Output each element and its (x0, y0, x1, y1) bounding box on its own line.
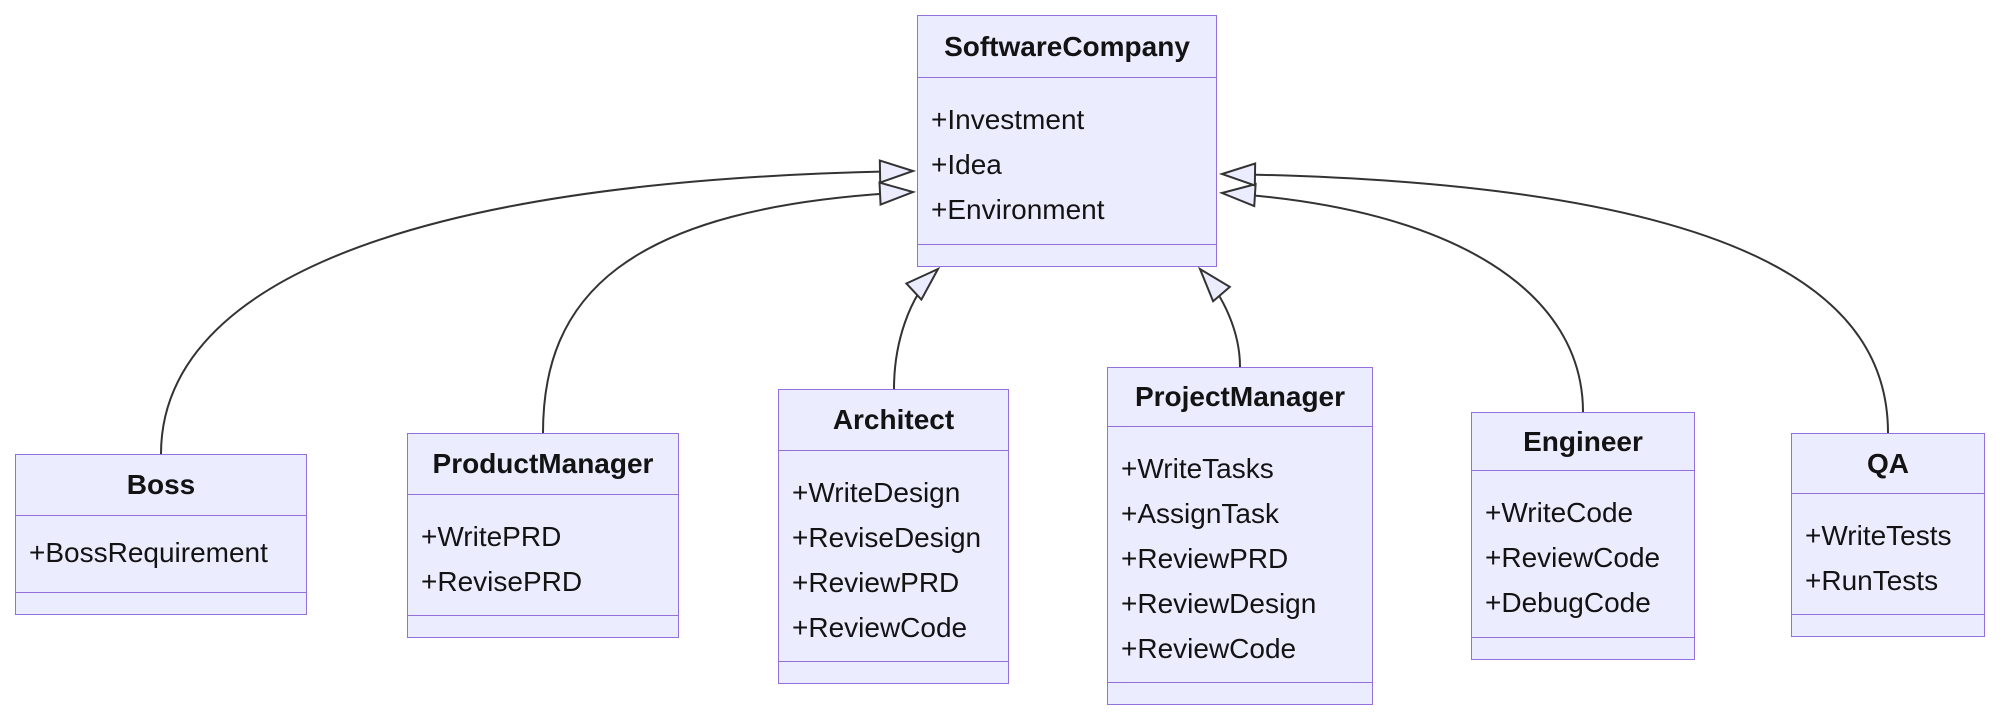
class-title-boss: Boss (16, 455, 306, 516)
class-attribute: +ReviewDesign (1121, 588, 1317, 619)
class-box-qa: QA +WriteTests +RunTests (1791, 433, 1985, 637)
class-title-engineer: Engineer (1472, 413, 1694, 471)
class-title-architect: Architect (779, 390, 1008, 451)
class-attributes-qa: +WriteTests +RunTests (1792, 494, 1984, 614)
class-attribute: +RunTests (1805, 565, 1939, 596)
class-title-qa: QA (1792, 434, 1984, 494)
class-attributes-boss: +BossRequirement (16, 516, 306, 592)
class-attribute: +WriteTasks (1121, 453, 1274, 484)
class-attribute: +Idea (931, 149, 1002, 180)
class-box-productmanager: ProductManager +WritePRD +RevisePRD (407, 433, 679, 638)
class-box-engineer: Engineer +WriteCode +ReviewCode +DebugCo… (1471, 412, 1695, 660)
class-box-softwarecompany: SoftwareCompany +Investment +Idea +Envir… (917, 15, 1217, 267)
class-attributes-architect: +WriteDesign +ReviseDesign +ReviewPRD +R… (779, 451, 1008, 661)
class-attribute: +ReviewCode (1121, 633, 1297, 664)
class-attribute: +BossRequirement (29, 537, 268, 568)
class-attribute: +ReviewCode (1485, 542, 1661, 573)
class-attribute: +RevisePRD (421, 566, 583, 597)
class-methods-section-empty (1792, 614, 1984, 636)
class-attribute: +WriteCode (1485, 497, 1634, 528)
class-methods-section-empty (779, 661, 1008, 683)
class-attributes-softwarecompany: +Investment +Idea +Environment (918, 78, 1216, 244)
edge-architect-to-softwarecompany (893, 269, 938, 390)
class-attribute: +WriteTests (1805, 520, 1952, 551)
class-methods-section-empty (16, 592, 306, 614)
class-attribute: +Environment (931, 194, 1105, 225)
class-methods-section-empty (408, 615, 678, 637)
class-methods-section-empty (1108, 682, 1372, 704)
class-attribute: +DebugCode (1485, 587, 1651, 618)
class-title-productmanager: ProductManager (408, 434, 678, 495)
class-attribute: +ReviewPRD (792, 567, 960, 598)
class-methods-section-empty (1472, 637, 1694, 659)
class-title-softwarecompany: SoftwareCompany (918, 16, 1216, 78)
class-box-boss: Boss +BossRequirement (15, 454, 307, 615)
class-attribute: +ReviewCode (792, 612, 968, 643)
class-box-projectmanager: ProjectManager +WriteTasks +AssignTask +… (1107, 367, 1373, 705)
edge-projectmanager-to-softwarecompany (1200, 269, 1241, 368)
class-attribute: +ReviewPRD (1121, 543, 1289, 574)
class-attribute: +WritePRD (421, 521, 562, 552)
class-box-architect: Architect +WriteDesign +ReviseDesign +Re… (778, 389, 1009, 684)
class-methods-section-empty (918, 244, 1216, 266)
class-title-projectmanager: ProjectManager (1108, 368, 1372, 427)
class-attribute: +ReviseDesign (792, 522, 982, 553)
class-attribute: +WriteDesign (792, 477, 961, 508)
class-attributes-productmanager: +WritePRD +RevisePRD (408, 495, 678, 615)
class-attributes-projectmanager: +WriteTasks +AssignTask +ReviewPRD +Revi… (1108, 427, 1372, 682)
class-attributes-engineer: +WriteCode +ReviewCode +DebugCode (1472, 471, 1694, 637)
class-attribute: +Investment (931, 104, 1085, 135)
class-attribute: +AssignTask (1121, 498, 1279, 529)
